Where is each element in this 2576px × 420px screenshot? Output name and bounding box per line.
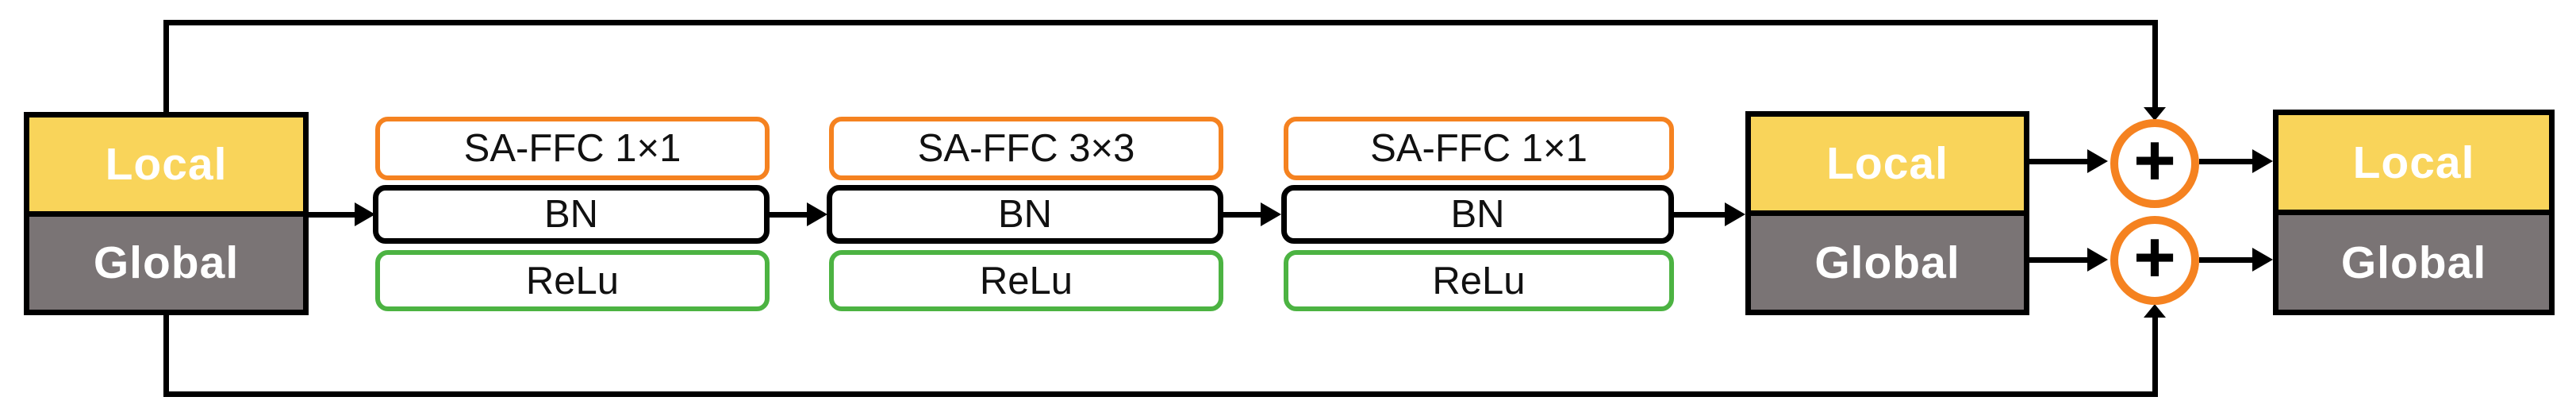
output-local-label: Local — [2278, 115, 2549, 210]
arrow-shaft — [1674, 211, 1728, 218]
output-block-divider — [2278, 210, 2549, 215]
arrow-input-to-stack1 — [309, 202, 375, 226]
arrow-stack3-to-fused — [1674, 202, 1745, 226]
top-skip-left-vertical — [163, 20, 169, 113]
adder2-circle: + — [2110, 216, 2199, 305]
plus-icon: + — [2133, 217, 2176, 298]
plus-icon: + — [2133, 120, 2176, 201]
stack1-sa-ffc-box: SA-FFC 1×1 — [375, 117, 770, 180]
arrow-shaft — [2029, 158, 2090, 164]
output-global-label: Global — [2278, 215, 2549, 310]
bottom-skip-left-vertical — [163, 315, 169, 397]
arrow-stack2-to-stack3 — [1223, 202, 1281, 226]
stack2-relu-box: ReLu — [829, 250, 1223, 311]
fused-block-divider — [1751, 210, 2024, 216]
arrow-shaft — [2199, 158, 2255, 164]
arrow-stack1-to-stack2 — [770, 202, 827, 226]
fused-local-global-block: Local Global — [1745, 111, 2029, 315]
arrow-head-icon — [2087, 248, 2108, 272]
arrow-head-icon — [807, 202, 827, 226]
arrow-shaft — [2199, 256, 2255, 263]
arrow-shaft — [770, 211, 810, 218]
input-block-divider — [29, 210, 303, 217]
bottom-skip-line — [163, 391, 2158, 397]
bottom-skip-arrowhead-icon — [2144, 304, 2166, 318]
stack3-relu-box: ReLu — [1284, 250, 1674, 311]
arrow-head-icon — [355, 202, 375, 226]
stack3-sa-ffc-box: SA-FFC 1×1 — [1284, 117, 1674, 180]
stack3-bn-box: BN — [1281, 185, 1674, 244]
arrow-head-icon — [2252, 248, 2273, 272]
output-local-global-block: Local Global — [2273, 110, 2555, 315]
arrow-head-icon — [2252, 149, 2273, 173]
top-skip-right-vertical — [2152, 20, 2158, 109]
stack2-sa-ffc-box: SA-FFC 3×3 — [829, 117, 1223, 180]
stack1-bn-box: BN — [373, 185, 770, 244]
stack2-bn-box: BN — [827, 185, 1223, 244]
bottom-skip-right-vertical — [2152, 317, 2158, 397]
stack1-relu-box: ReLu — [375, 250, 770, 311]
top-skip-arrowhead-icon — [2144, 107, 2166, 121]
arrow-fused-global-to-adder2 — [2029, 248, 2108, 272]
adder1-circle: + — [2110, 119, 2199, 208]
input-local-label: Local — [29, 118, 303, 211]
arrow-shaft — [309, 211, 358, 218]
arrow-head-icon — [1261, 202, 1281, 226]
arrow-shaft — [1223, 211, 1264, 218]
arrow-fused-local-to-adder1 — [2029, 149, 2108, 173]
input-global-label: Global — [29, 216, 303, 310]
arrow-head-icon — [2087, 149, 2108, 173]
arrow-shaft — [2029, 256, 2090, 263]
arrow-adder1-to-output-local — [2199, 149, 2273, 173]
fused-local-label: Local — [1751, 117, 2024, 210]
arrow-head-icon — [1725, 202, 1745, 226]
input-local-global-block: Local Global — [24, 112, 309, 315]
top-skip-line — [163, 20, 2158, 25]
arrow-adder2-to-output-global — [2199, 248, 2273, 272]
fused-global-label: Global — [1751, 216, 2024, 310]
